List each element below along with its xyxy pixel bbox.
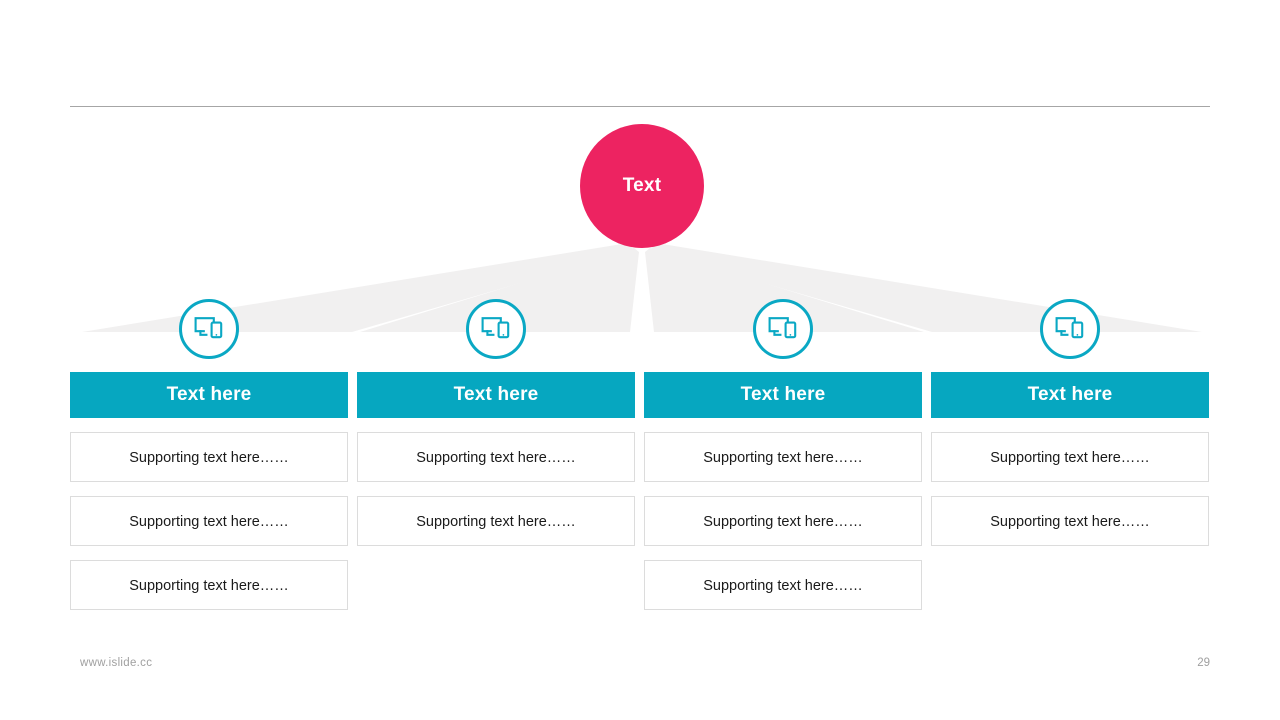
column-header-1[interactable]: Text here xyxy=(70,372,348,418)
column-1: Text here Supporting text here…… Support… xyxy=(70,372,348,610)
hub-circle[interactable]: Text xyxy=(580,124,704,248)
column-1-cell-1[interactable]: Supporting text here…… xyxy=(70,432,348,482)
column-3-cell-1[interactable]: Supporting text here…… xyxy=(644,432,922,482)
column-3-cell-3[interactable]: Supporting text here…… xyxy=(644,560,922,610)
column-4: Text here Supporting text here…… Support… xyxy=(931,372,1209,610)
icon-circle-1[interactable] xyxy=(179,299,239,359)
column-1-cell-2[interactable]: Supporting text here…… xyxy=(70,496,348,546)
hub-label: Text xyxy=(622,175,662,196)
column-header-4[interactable]: Text here xyxy=(931,372,1209,418)
column-2-cell-3-placeholder xyxy=(357,560,635,610)
column-2-cell-2[interactable]: Supporting text here…… xyxy=(357,496,635,546)
icon-circle-4[interactable] xyxy=(1040,299,1100,359)
column-1-cell-3[interactable]: Supporting text here…… xyxy=(70,560,348,610)
column-header-3[interactable]: Text here xyxy=(644,372,922,418)
footer-website: www.islide.cc xyxy=(80,657,153,669)
header-divider-line xyxy=(70,106,1210,107)
column-4-cell-1[interactable]: Supporting text here…… xyxy=(931,432,1209,482)
devices-icon xyxy=(193,315,225,343)
devices-icon xyxy=(1054,315,1086,343)
column-2-cell-1[interactable]: Supporting text here…… xyxy=(357,432,635,482)
slide-page-number: 29 xyxy=(1197,657,1210,669)
column-3-cell-2[interactable]: Supporting text here…… xyxy=(644,496,922,546)
column-2: Text here Supporting text here…… Support… xyxy=(357,372,635,610)
column-4-cell-3-placeholder xyxy=(931,560,1209,610)
devices-icon xyxy=(767,315,799,343)
icon-circle-3[interactable] xyxy=(753,299,813,359)
column-header-2[interactable]: Text here xyxy=(357,372,635,418)
icon-circle-2[interactable] xyxy=(466,299,526,359)
column-4-cell-2[interactable]: Supporting text here…… xyxy=(931,496,1209,546)
devices-icon xyxy=(480,315,512,343)
column-3: Text here Supporting text here…… Support… xyxy=(644,372,922,610)
